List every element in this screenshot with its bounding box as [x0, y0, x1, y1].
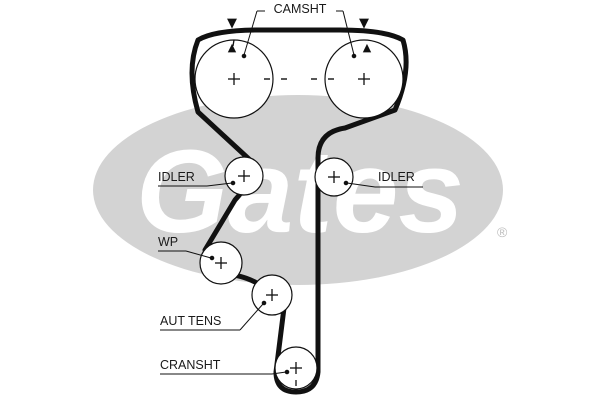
idler-pulley-right — [314, 157, 354, 197]
crankshaft-pulley — [274, 346, 318, 390]
camshaft-pulley-left — [194, 39, 274, 119]
idler-right-label: IDLER — [378, 170, 415, 184]
timing-arrow-left: ▼ — [227, 16, 237, 31]
idler-right-leader — [343, 180, 423, 188]
registered-mark: ® — [497, 224, 508, 240]
crankshaft-label: CRANSHT — [160, 358, 221, 372]
timing-triangle-left: ▲ — [228, 41, 237, 54]
gates-logo-watermark: Gates ® — [93, 95, 508, 285]
timing-triangle-right: ▲ — [363, 41, 372, 54]
camshaft-label: CAMSHT — [274, 2, 327, 16]
timing-arrow-right: ▼ — [359, 16, 369, 31]
camshaft-leaders — [241, 10, 357, 59]
idler-left-leader — [158, 180, 236, 187]
logo-ellipse — [93, 95, 503, 285]
idler-left-label: IDLER — [158, 170, 195, 184]
crankshaft-leader — [160, 369, 290, 375]
water-pump-leader — [158, 250, 215, 261]
logo-wordmark: Gates — [136, 126, 464, 258]
auto-tensioner-leader — [160, 300, 267, 331]
water-pump-pulley — [199, 241, 243, 285]
camshaft-pulley-right — [324, 39, 404, 119]
auto-tensioner-label: AUT TENS — [160, 314, 221, 328]
idler-pulley-left — [224, 156, 264, 196]
water-pump-label: WP — [158, 235, 178, 249]
